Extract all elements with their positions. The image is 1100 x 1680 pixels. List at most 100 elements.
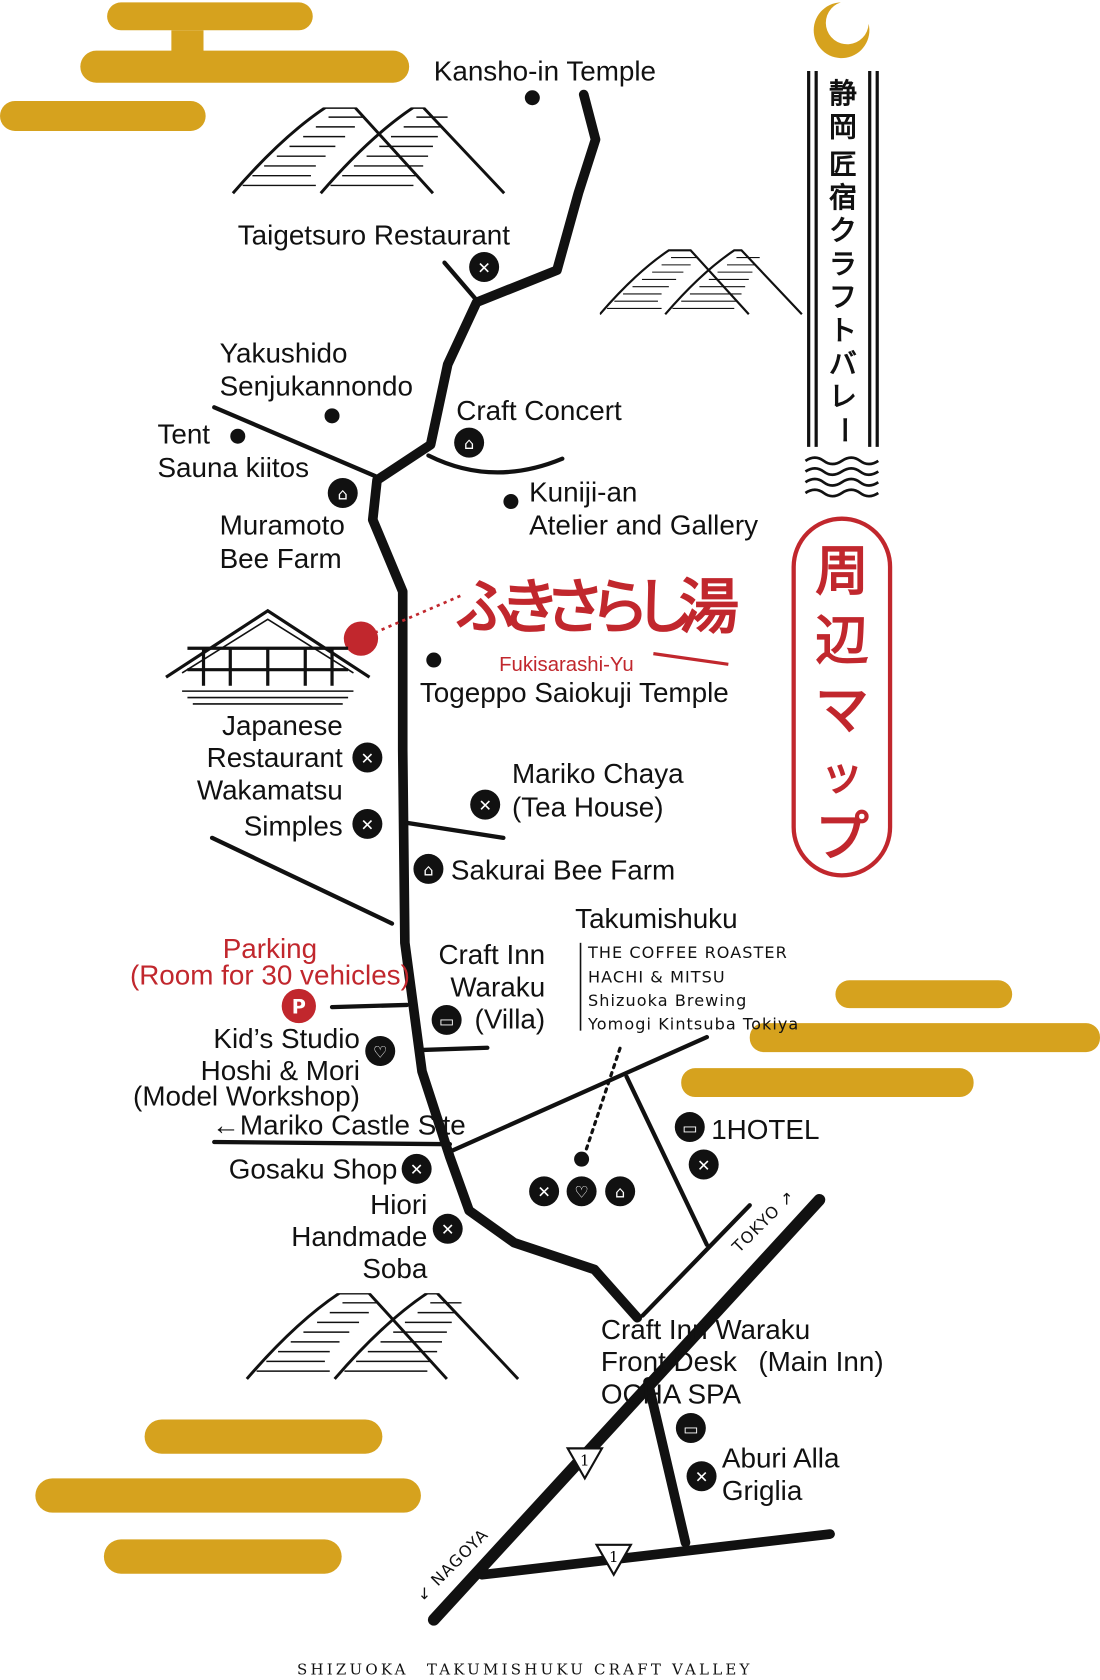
title-banner: 静 岡 匠 宿 ク ラ フ ト バ レ ー 周 辺 マ ッ プ [791,2,893,878]
fork-knife-icon: ✕ [529,1176,560,1207]
hands-icon: ♡ [566,1176,597,1207]
svg-text:1HOTEL: 1HOTEL [711,1114,819,1145]
svg-text:Yomogi Kintsuba Tokiya: Yomogi Kintsuba Tokiya [587,1015,799,1034]
fork-knife-icon: ✕ [470,789,501,820]
cloud-bottom-left [35,1419,421,1574]
svg-text:Japanese: Japanese [222,710,343,741]
basket-icon: ⌂ [413,853,444,884]
svg-text:レ: レ [829,380,857,413]
svg-text:ク: ク [829,214,857,247]
svg-text:Togeppo Saiokuji Temple: Togeppo Saiokuji Temple [420,677,729,708]
footer-caption: SHIZUOKA TAKUMISHUKU CRAFT VALLEY [297,1660,753,1678]
svg-text:周: 周 [815,539,869,602]
mountain-illustration [231,107,506,195]
svg-text:✕: ✕ [537,1183,550,1202]
svg-text:Hoshi & Mori: Hoshi & Mori [201,1055,360,1086]
label-kansho-in-temple: Kansho-in Temple [434,56,656,87]
fork-knife-icon: ✕ [686,1461,717,1492]
location-dots [230,90,590,1167]
svg-text:✕: ✕ [441,1220,454,1239]
svg-text:(Main Inn): (Main Inn) [758,1346,883,1377]
mountain-illustration [245,1293,520,1381]
svg-text:✕: ✕ [697,1156,710,1175]
svg-text:✕: ✕ [361,815,374,834]
svg-text:Front Desk: Front Desk [601,1346,737,1377]
svg-text:(Model Workshop): (Model Workshop) [133,1081,360,1112]
svg-text:Simples: Simples [244,811,343,842]
svg-text:プ: プ [815,805,869,868]
bed-icon: ▭ [431,1004,462,1035]
svg-text:(Room for 30 vehicles): (Room for 30 vehicles) [130,960,410,991]
svg-text:✕: ✕ [361,749,374,768]
parking-icon: P [281,988,316,1024]
svg-text:1: 1 [580,1452,590,1470]
svg-text:Fukisarashi-Yu: Fukisarashi-Yu [499,654,634,676]
svg-text:Kuniji-an: Kuniji-an [529,477,637,508]
svg-text:✕: ✕ [478,796,491,815]
fukisarashi-yu-logo: ふきさらし湯 Fukisarashi-Yu [343,573,739,676]
svg-text:THE COFFEE ROASTER: THE COFFEE ROASTER [587,943,788,962]
svg-text:HACHI & MITSU: HACHI & MITSU [588,967,726,986]
route-1-shield: 1 1 [565,1447,633,1577]
bed-icon: ▭ [675,1413,706,1444]
svg-text:Hiori: Hiori [370,1189,427,1220]
svg-text:1: 1 [609,1548,619,1566]
svg-text:←Mariko Castle Site: ←Mariko Castle Site [212,1110,466,1141]
svg-text:Sakurai Bee Farm: Sakurai Bee Farm [451,855,675,886]
bathhouse-illustration [165,608,371,705]
svg-text:宿: 宿 [829,181,857,214]
roads [209,89,835,1626]
svg-text:Yakushido: Yakushido [220,337,348,368]
svg-text:⌂: ⌂ [338,484,348,503]
svg-text:Senjukannondo: Senjukannondo [220,371,413,402]
svg-text:ふきさらし湯: ふきさらし湯 [455,573,739,643]
svg-text:OCHA SPA: OCHA SPA [601,1378,742,1409]
svg-text:ー: ー [827,416,860,444]
svg-text:Takumishuku: Takumishuku [575,903,737,934]
mountain-illustration [599,248,804,316]
svg-text:辺: 辺 [815,609,869,672]
svg-text:Waraku: Waraku [450,971,545,1002]
svg-text:✕: ✕ [695,1468,708,1487]
moon-icon [813,2,870,59]
svg-text:岡: 岡 [829,110,857,143]
svg-text:(Villa): (Villa) [475,1004,546,1035]
svg-text:♡: ♡ [574,1183,588,1202]
svg-text:Bee Farm: Bee Farm [220,543,342,574]
svg-text:Craft Inn Waraku: Craft Inn Waraku [601,1314,810,1345]
cloud-right [681,980,1100,1098]
bed-icon: ▭ [674,1112,705,1143]
svg-text:P: P [292,996,306,1019]
tokyo-direction: TOKYO ↗ [728,1186,799,1257]
svg-text:Restaurant: Restaurant [207,742,343,773]
svg-text:Kid’s Studio: Kid’s Studio [213,1023,359,1054]
map-labels: Kansho-in Temple Taigetsuro Restaurant Y… [130,56,884,1506]
basket-icon: ⌂ [454,427,485,458]
basket-icon: ⌂ [605,1176,636,1207]
takumishuku-shop-list: THE COFFEE ROASTER HACHI & MITSU Shizuok… [579,943,799,1034]
svg-text:匠: 匠 [829,148,857,181]
svg-text:✕: ✕ [410,1160,423,1179]
svg-text:Shizuoka Brewing: Shizuoka Brewing [588,991,747,1010]
svg-text:Parking: Parking [223,933,317,964]
svg-text:マ: マ [815,679,869,742]
svg-text:Handmade: Handmade [291,1221,427,1252]
label-taigetsuro: Taigetsuro Restaurant [238,219,511,250]
svg-text:⌂: ⌂ [615,1183,625,1202]
svg-text:▭: ▭ [439,1011,454,1030]
svg-text:バ: バ [829,347,857,380]
svg-text:Tent: Tent [157,419,210,450]
svg-text:♡: ♡ [373,1042,387,1061]
svg-text:▭: ▭ [682,1118,697,1137]
fork-knife-icon: ✕ [432,1213,463,1244]
svg-text:フ: フ [829,281,857,314]
svg-text:✕: ✕ [477,258,490,277]
hands-icon: ♡ [365,1036,396,1066]
svg-text:Muramoto: Muramoto [220,510,345,541]
svg-text:Griglia: Griglia [722,1475,803,1506]
svg-text:Wakamatsu: Wakamatsu [197,774,343,805]
svg-text:Gosaku Shop: Gosaku Shop [229,1153,398,1184]
svg-text:Craft Inn: Craft Inn [438,939,545,970]
svg-text:Sauna kiitos: Sauna kiitos [157,452,309,483]
